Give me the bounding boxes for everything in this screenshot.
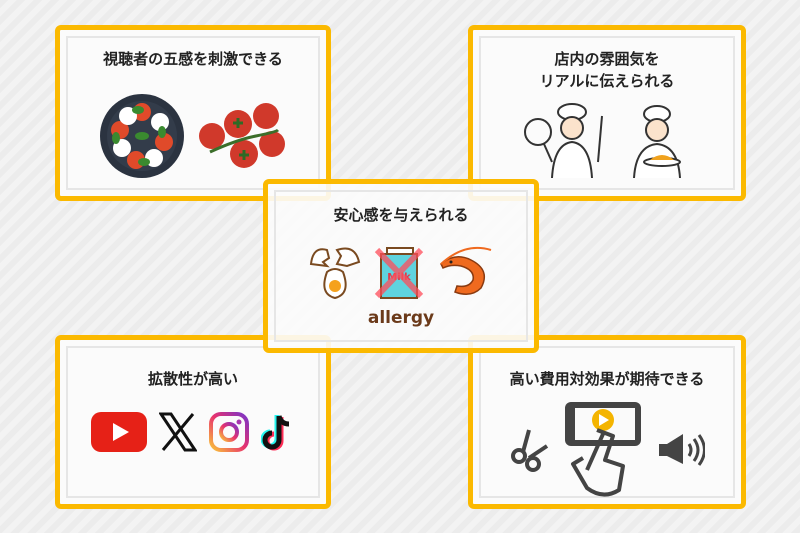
icon-row bbox=[60, 92, 326, 180]
icon-row bbox=[473, 400, 741, 500]
panel-title: 視聴者の五感を刺激できる bbox=[103, 50, 283, 68]
youtube-icon bbox=[91, 412, 147, 452]
megaphone-icon bbox=[659, 434, 705, 466]
shrimp-icon bbox=[440, 246, 492, 295]
panel-title-line-1: 店内の雰囲気を bbox=[554, 50, 660, 68]
x-icon bbox=[159, 412, 197, 452]
chef-with-pan-icon bbox=[524, 103, 603, 179]
scissors-icon bbox=[511, 429, 549, 472]
instagram-icon bbox=[209, 412, 249, 452]
panel-convey-atmosphere: 店内の雰囲気を リアルに伝えられる bbox=[468, 25, 746, 201]
tiktok-icon bbox=[261, 415, 290, 451]
panel-title: 高い費用対効果が期待できる bbox=[509, 370, 705, 388]
panel-high-reach: 拡散性が高い bbox=[55, 335, 331, 509]
panel-reassurance: 安心感を与えられる Milk allergy bbox=[263, 179, 539, 353]
panel-title: 安心感を与えられる bbox=[333, 206, 469, 224]
caprese-plate-icon bbox=[100, 94, 184, 178]
smartphone-play-icon bbox=[565, 402, 641, 497]
cherry-tomatoes-icon bbox=[199, 103, 285, 168]
panel-stimulate-senses: 視聴者の五感を刺激できる bbox=[55, 25, 331, 201]
sns-icon-row bbox=[60, 412, 326, 452]
allergy-caption: allergy bbox=[367, 308, 435, 328]
chef-with-plate-icon bbox=[633, 105, 681, 179]
egg-icon bbox=[309, 247, 361, 300]
panel-cost-effectiveness: 高い費用対効果が期待できる bbox=[468, 335, 746, 509]
milk-carton-crossed-icon: Milk bbox=[374, 247, 424, 299]
allergen-icon-row: Milk bbox=[268, 244, 534, 300]
panel-title-line-2: リアルに伝えられる bbox=[539, 72, 675, 90]
panel-title: 拡散性が高い bbox=[147, 370, 238, 388]
icon-row bbox=[473, 102, 741, 180]
